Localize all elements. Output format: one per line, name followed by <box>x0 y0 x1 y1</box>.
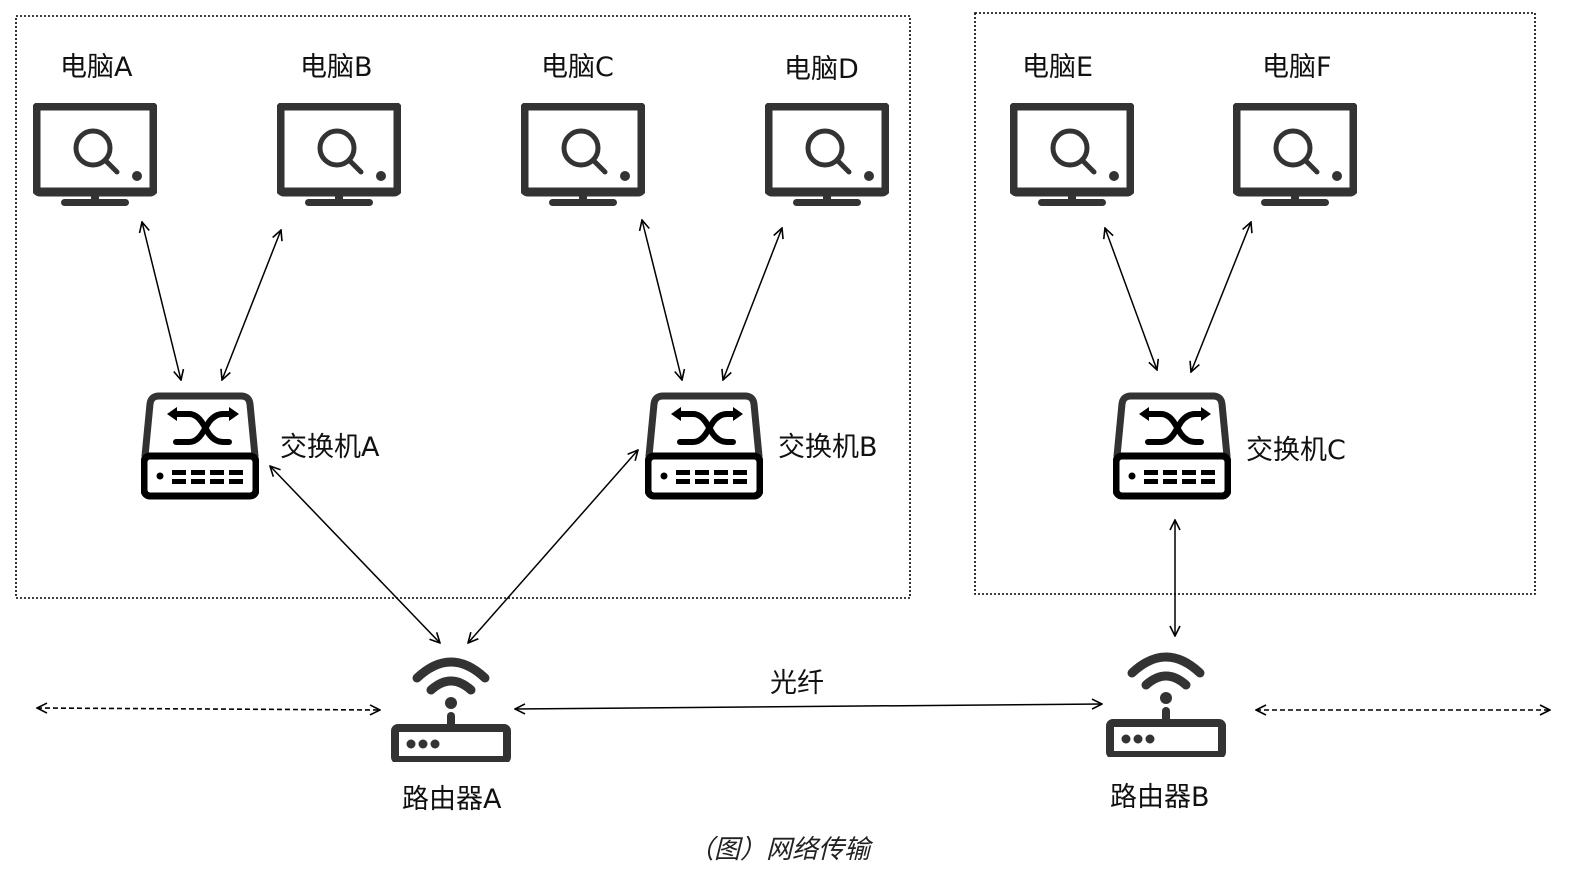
computer-E-icon[interactable] <box>1013 106 1131 206</box>
router-A-icon[interactable] <box>395 662 507 760</box>
switch-B-icon[interactable] <box>648 396 760 496</box>
switch-C-label: 交换机C <box>1246 435 1346 466</box>
computer-A-label: 电脑A <box>60 52 133 83</box>
computer-B-icon[interactable] <box>280 106 398 206</box>
switch-C-icon[interactable] <box>1116 396 1228 496</box>
computer-D-label: 电脑D <box>784 54 859 85</box>
link-computer-F-switch-C <box>1191 222 1251 372</box>
computer-F-icon[interactable] <box>1236 106 1354 206</box>
link-computer-A-switch-A <box>142 222 181 380</box>
router-B-label: 路由器B <box>1110 782 1210 813</box>
link-external-left <box>37 708 380 710</box>
link-computer-B-switch-A <box>222 230 281 380</box>
link-fiber-router-A-router-B <box>515 704 1102 709</box>
group-right-box <box>974 12 1536 595</box>
computer-C-icon[interactable] <box>524 106 642 206</box>
switch-B-label: 交换机B <box>778 432 878 463</box>
router-A-label: 路由器A <box>402 784 502 815</box>
figure-caption: （图）网络传输 <box>688 835 874 865</box>
fiber-label: 光纤 <box>770 668 824 699</box>
computer-A-icon[interactable] <box>36 106 154 206</box>
computer-C-label: 电脑C <box>541 52 614 83</box>
computer-B-label: 电脑B <box>300 52 373 83</box>
computer-D-icon[interactable] <box>768 106 886 206</box>
switch-A-icon[interactable] <box>144 396 256 496</box>
link-computer-C-switch-B <box>642 220 682 380</box>
computer-F-label: 电脑F <box>1262 52 1332 83</box>
group-left-box <box>15 15 911 599</box>
computer-E-label: 电脑E <box>1022 52 1093 83</box>
link-switch-B-router-A <box>468 450 638 643</box>
link-computer-D-switch-B <box>723 228 782 380</box>
link-computer-E-switch-C <box>1105 228 1157 370</box>
switch-A-label: 交换机A <box>280 432 380 463</box>
link-switch-A-router-A <box>270 466 440 643</box>
router-B-icon[interactable] <box>1110 657 1222 755</box>
